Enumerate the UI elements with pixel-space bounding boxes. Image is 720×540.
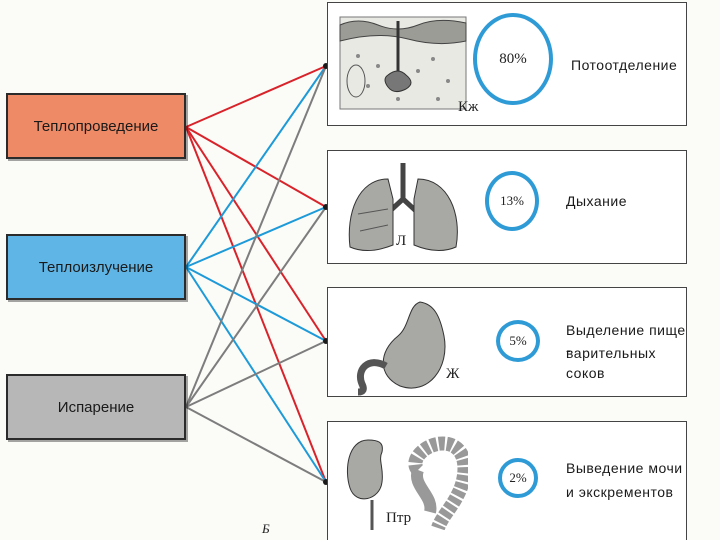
connection-line xyxy=(185,65,327,268)
percent-value: 13% xyxy=(500,193,524,208)
connection-line xyxy=(185,406,327,483)
percent-circle: 5% xyxy=(496,320,540,362)
mechanism-label: Испарение xyxy=(57,398,135,416)
intestine-icon xyxy=(347,436,468,530)
pathway-panel-breathing: Л 13% Дыхание xyxy=(327,150,687,264)
connection-line xyxy=(185,340,327,408)
connection-line xyxy=(185,266,327,342)
skin-icon xyxy=(339,16,467,110)
figure-label: Б xyxy=(262,521,270,536)
pathway-text-continued: варительных соков xyxy=(566,345,657,381)
percent-value: 80% xyxy=(499,50,527,67)
pathway-text: Потоотделение xyxy=(571,57,678,73)
percent-value: 5% xyxy=(509,333,527,348)
pathway-text: Выделение пище - xyxy=(566,322,686,358)
connection-line xyxy=(185,65,327,408)
organ-letter: Кж xyxy=(458,99,479,115)
percent-circle: 13% xyxy=(485,171,539,231)
mechanism-conduction: Теплопроведение xyxy=(6,93,186,159)
connection-line xyxy=(185,206,327,408)
percent-value: 2% xyxy=(509,470,527,485)
organ-letter: Птр xyxy=(386,510,412,526)
stomach-icon xyxy=(357,301,446,396)
pathway-text: Выведение мочи xyxy=(566,460,683,476)
mechanism-label: Теплопроведение xyxy=(33,117,159,135)
pathway-panel-excretion: Птр 2% Выведение мочи и экскрементов xyxy=(327,421,687,540)
organ-letter: Ж xyxy=(446,366,460,382)
pathway-panel-digestive-juices: Ж 5% Выделение пище - варительных соков xyxy=(327,287,687,397)
mechanism-evaporation: Испарение xyxy=(6,374,186,440)
connection-line xyxy=(185,65,327,128)
mechanism-radiation: Теплоизлучение xyxy=(6,234,186,300)
mechanism-label: Теплоизлучение xyxy=(38,258,154,276)
pathway-panel-sweating: Кж 80% Потоотделение xyxy=(327,2,687,126)
lungs-icon xyxy=(348,163,458,251)
percent-circle: 80% xyxy=(473,13,553,105)
pathway-text-continued: и экскрементов xyxy=(566,484,674,500)
percent-circle: 2% xyxy=(498,458,538,498)
pathway-text: Дыхание xyxy=(566,193,628,209)
organ-letter: Л xyxy=(396,233,407,249)
